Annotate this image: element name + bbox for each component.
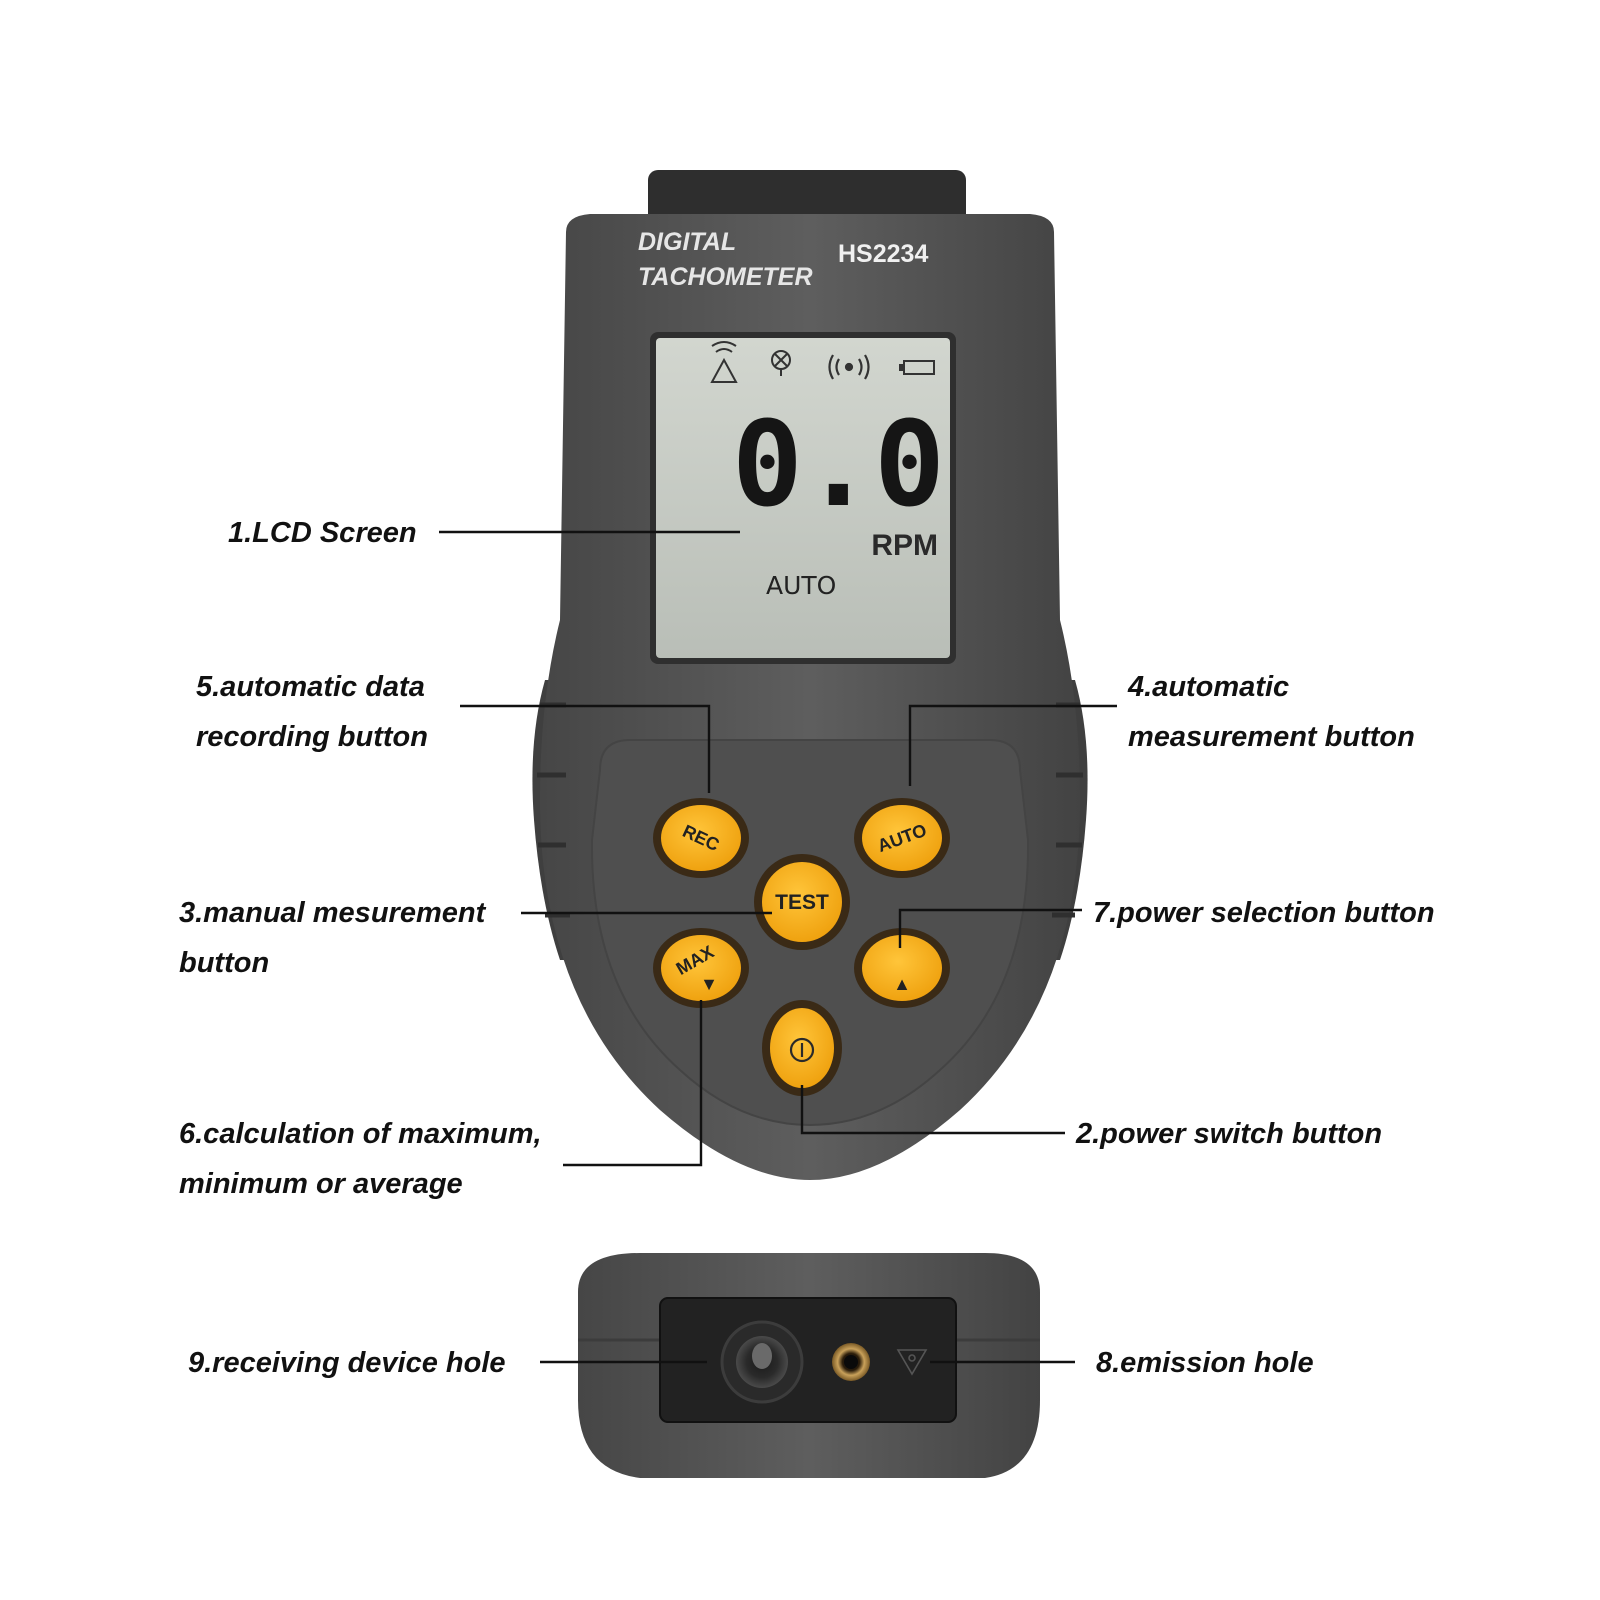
callout-calculation-line1: 6.calculation of maximum,	[179, 1118, 542, 1150]
signal-icon	[828, 354, 870, 380]
callout-emission-hole: 8.emission hole	[1096, 1347, 1314, 1379]
callout-labels: 1.LCD Screen 5.automatic data recording …	[179, 517, 1435, 1379]
lcd-reading: 0.0	[732, 395, 945, 533]
callout-lcd-screen: 1.LCD Screen	[228, 517, 417, 549]
rec-button[interactable]: REC	[653, 798, 749, 878]
sensor-window	[659, 1297, 957, 1423]
down-arrow-icon: ▼	[700, 974, 718, 994]
tachometer-front: DIGITAL TACHOMETER HS2234	[532, 170, 1088, 1180]
callout-receiving-hole: 9.receiving device hole	[188, 1347, 506, 1379]
callout-calculation-line2: minimum or average	[179, 1168, 463, 1200]
laser-warning-icon	[896, 1349, 928, 1376]
test-button[interactable]: TEST	[754, 854, 850, 950]
callout-power-selection: 7.power selection button	[1093, 897, 1435, 929]
auto-button[interactable]: AUTO	[854, 798, 950, 878]
receiving-hole	[720, 1320, 804, 1404]
tachometer-bottom-view	[578, 1253, 1040, 1478]
leader-lines	[439, 530, 1117, 1364]
power-icon	[789, 1037, 815, 1063]
callout-auto-measurement-line1: 4.automatic	[1127, 671, 1289, 703]
battery-icon	[899, 360, 935, 375]
lcd-screen: 0.0 RPM AUTO	[650, 332, 956, 664]
lcd-unit: RPM	[871, 529, 938, 562]
callout-power-switch: 2.power switch button	[1075, 1118, 1382, 1150]
callout-auto-recording-line1: 5.automatic data	[196, 671, 425, 703]
brand-line2: TACHOMETER	[638, 263, 813, 291]
laser-warning-icon	[710, 341, 738, 383]
callout-manual-line2: button	[179, 947, 269, 979]
target-icon	[771, 350, 791, 376]
test-button-label: TEST	[775, 891, 829, 914]
max-down-button[interactable]: MAX ▼	[653, 928, 749, 1008]
lcd-mode: AUTO	[766, 571, 836, 600]
model-number: HS2234	[838, 240, 928, 268]
callout-auto-recording-line2: recording button	[196, 721, 428, 753]
up-arrow-icon: ▲	[893, 974, 911, 994]
callout-manual-line1: 3.manual mesurement	[179, 897, 487, 929]
power-button[interactable]	[762, 1000, 842, 1096]
up-button[interactable]: ▲	[854, 928, 950, 1008]
brand-line1: DIGITAL	[638, 228, 736, 256]
callout-auto-measurement-line2: measurement button	[1128, 721, 1415, 753]
emission-hole	[832, 1343, 870, 1381]
